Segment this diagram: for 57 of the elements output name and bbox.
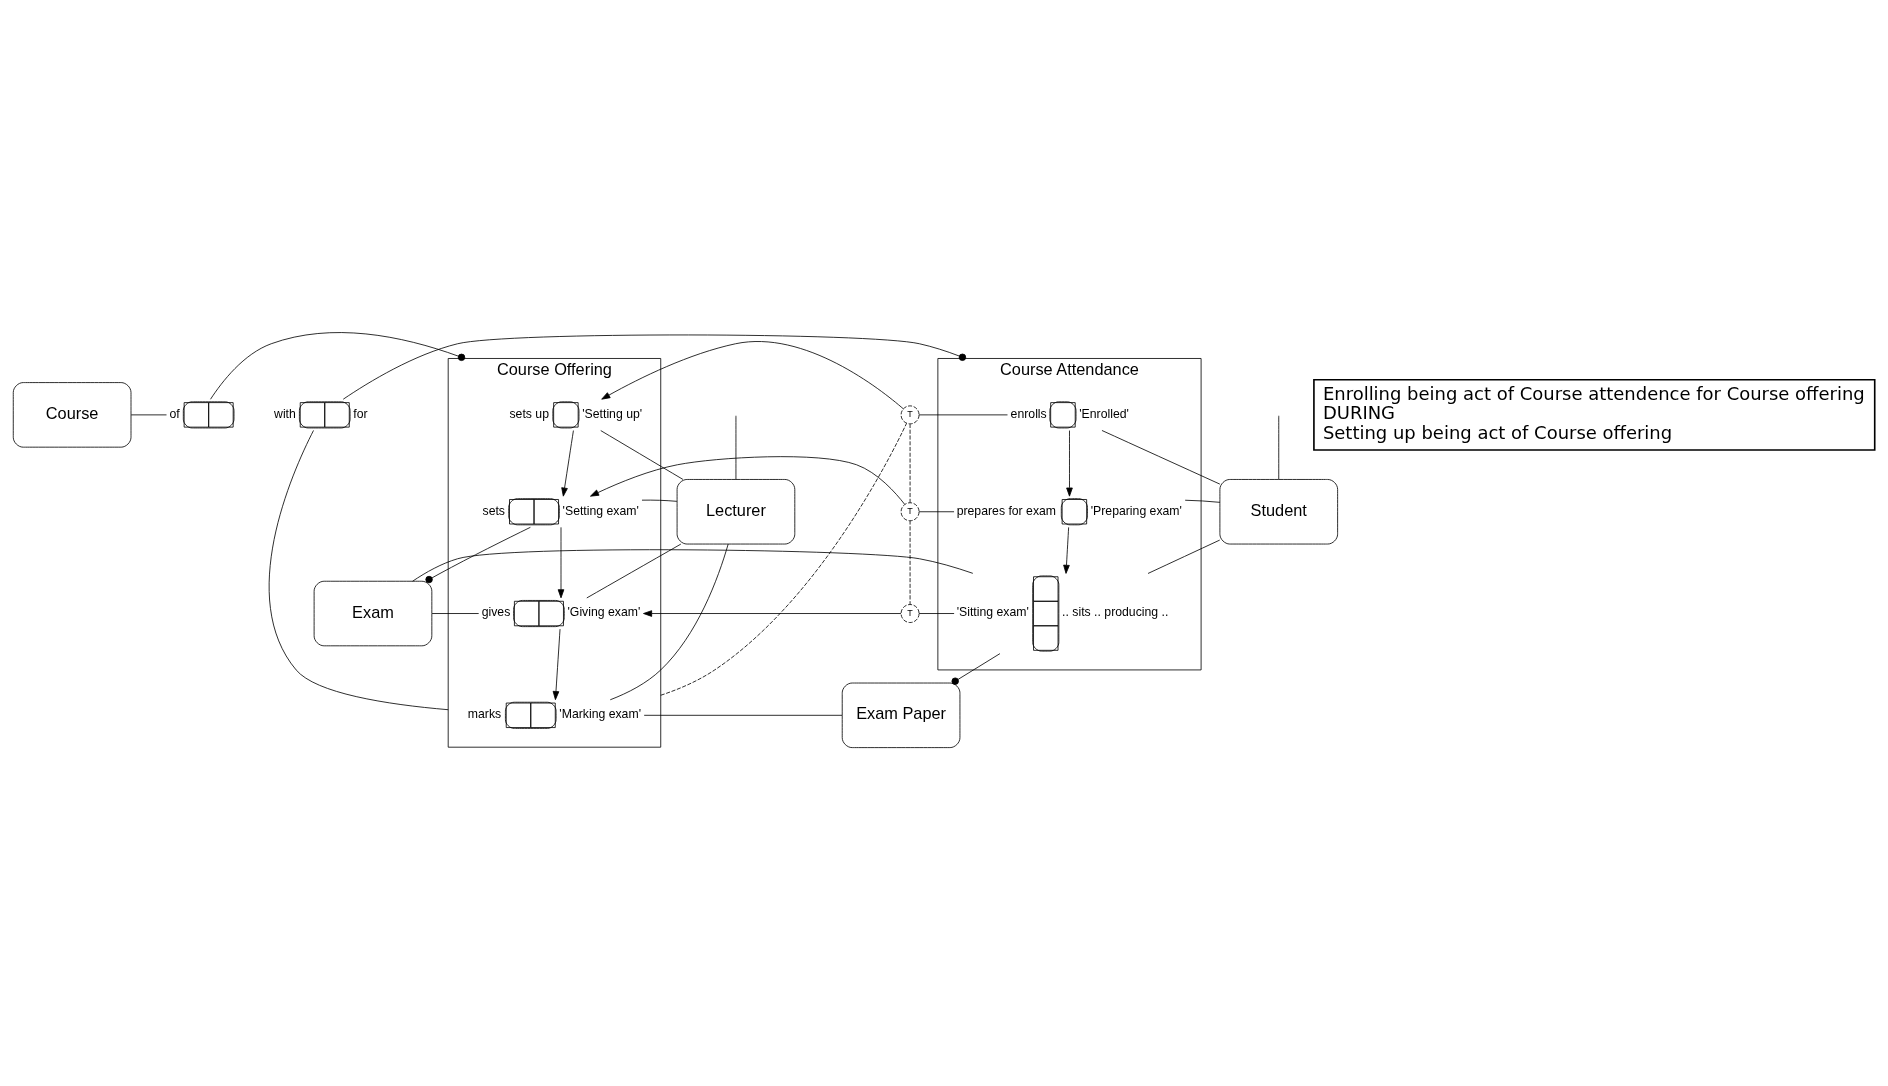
connector <box>951 653 1001 685</box>
connector <box>918 613 955 614</box>
connector <box>342 334 967 400</box>
node-label: sets up <box>509 406 549 421</box>
node-label: for <box>353 406 368 421</box>
node-label: 'Setting up' <box>582 406 643 421</box>
arrow <box>1063 526 1070 574</box>
node-label: gives <box>481 605 511 620</box>
arrow <box>557 526 565 599</box>
connector <box>735 415 737 480</box>
arrow <box>601 341 904 410</box>
connector <box>609 543 729 701</box>
connector <box>412 549 974 582</box>
connector <box>909 423 911 504</box>
connector <box>918 511 955 513</box>
node-label: of <box>169 406 180 421</box>
connector <box>643 714 843 716</box>
node-label: sets <box>482 503 505 518</box>
connector <box>918 414 1008 416</box>
node-box: Enrolling being act of Course attendence for Course offering DURING Setting up being act of Course offering <box>1313 378 1876 451</box>
node-label: .. sits .. producing .. <box>1062 605 1169 620</box>
connector <box>660 422 907 696</box>
connector <box>431 613 480 614</box>
connector <box>425 526 531 584</box>
node-label: 'Setting exam' <box>562 503 639 518</box>
connector <box>1147 539 1221 574</box>
connector <box>210 332 466 400</box>
node-circle: T <box>900 502 920 522</box>
connector <box>1101 430 1221 485</box>
node-label: prepares for exam <box>956 503 1057 518</box>
connector <box>268 430 449 711</box>
node-label: 'Enrolled' <box>1079 406 1129 421</box>
connector <box>1184 499 1221 503</box>
connector <box>909 520 911 605</box>
node-label: 'Sitting exam' <box>956 605 1029 620</box>
node-box: Exam Paper <box>841 682 961 748</box>
node-box: Lecturer <box>676 479 796 545</box>
arrow <box>1066 430 1073 497</box>
arrow <box>643 610 902 617</box>
node-label: 'Marking exam' <box>559 707 641 722</box>
connector <box>1278 415 1280 480</box>
node-label: with <box>274 406 296 421</box>
connector <box>586 543 682 599</box>
arrow <box>552 628 561 701</box>
node-label: enrolls <box>1010 406 1047 421</box>
connector <box>600 430 684 480</box>
node-box: Student <box>1219 479 1339 545</box>
node-label: 'Giving exam' <box>567 605 641 620</box>
node-circle: T <box>900 604 920 623</box>
node-label: 'Preparing exam' <box>1090 503 1182 518</box>
node-box: Exam <box>313 580 433 647</box>
connector <box>641 499 678 502</box>
arrow <box>561 430 574 497</box>
node-label: marks <box>467 707 502 722</box>
node-box: Course <box>12 382 132 448</box>
node-circle: T <box>900 405 920 425</box>
arrow <box>590 456 905 505</box>
